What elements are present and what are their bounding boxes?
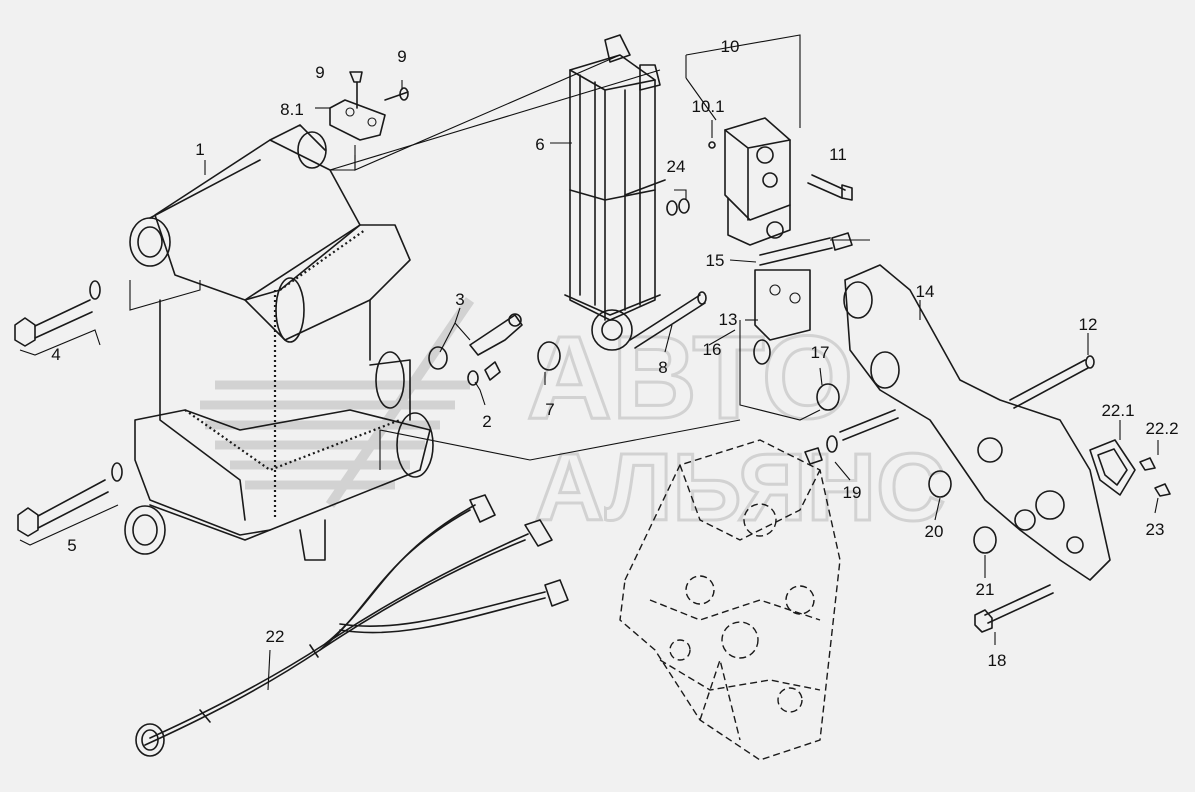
callout-8-1: 8.1 — [280, 100, 304, 119]
callout-6: 6 — [535, 135, 544, 154]
callout-21: 21 — [976, 580, 995, 599]
callout-4: 4 — [51, 345, 60, 364]
o-rings — [428, 341, 997, 554]
callout-22-2: 22.2 — [1145, 419, 1178, 438]
watermark-line2: АЛЬЯНС — [535, 434, 946, 541]
bolt-4 — [14, 280, 101, 347]
callout-13: 13 — [719, 310, 738, 329]
callout-17: 17 — [811, 343, 830, 362]
wiring-harness — [135, 494, 569, 757]
callout-20: 20 — [925, 522, 944, 541]
callout-10: 10 — [721, 37, 740, 56]
callout-22-1: 22.1 — [1101, 401, 1134, 420]
callout-14: 14 — [916, 282, 935, 301]
callout-22: 22 — [266, 627, 285, 646]
callout-8: 8 — [658, 358, 667, 377]
flange-plate-14 — [843, 264, 1111, 581]
callout-9-left: 9 — [315, 63, 324, 82]
pressure-sensor — [469, 313, 523, 381]
callout-5: 5 — [67, 536, 76, 555]
accumulator-cylinder — [564, 34, 666, 351]
solenoid-valve — [666, 117, 853, 246]
callout-9-right: 9 — [397, 47, 406, 66]
callout-10-1: 10.1 — [691, 97, 724, 116]
callout-12: 12 — [1079, 315, 1098, 334]
gasket-22-1 — [1089, 439, 1171, 497]
oil-cooler — [124, 124, 434, 561]
bolt-5 — [17, 462, 123, 537]
callout-1: 1 — [195, 140, 204, 159]
callout-3: 3 — [455, 290, 464, 309]
callout-16: 16 — [703, 340, 722, 359]
callout-15: 15 — [706, 251, 725, 270]
callout-18: 18 — [988, 651, 1007, 670]
callout-7: 7 — [545, 400, 554, 419]
callout-2: 2 — [482, 412, 491, 431]
callout-19: 19 — [843, 483, 862, 502]
callout-11: 11 — [829, 145, 847, 164]
bracket-8-1 — [329, 71, 409, 171]
callout-23: 23 — [1146, 520, 1165, 539]
bracket-13 — [753, 232, 853, 365]
watermark-logo: АВТО АЛЬЯНС — [200, 297, 947, 543]
callout-24: 24 — [667, 157, 686, 176]
leader-lines — [19, 34, 1159, 691]
long-bolts — [629, 291, 1095, 633]
valve-body-outline — [619, 439, 841, 761]
callout-labels: 1 2 3 4 5 6 7 8 8.1 9 9 10 10.1 11 12 13… — [51, 37, 1178, 670]
